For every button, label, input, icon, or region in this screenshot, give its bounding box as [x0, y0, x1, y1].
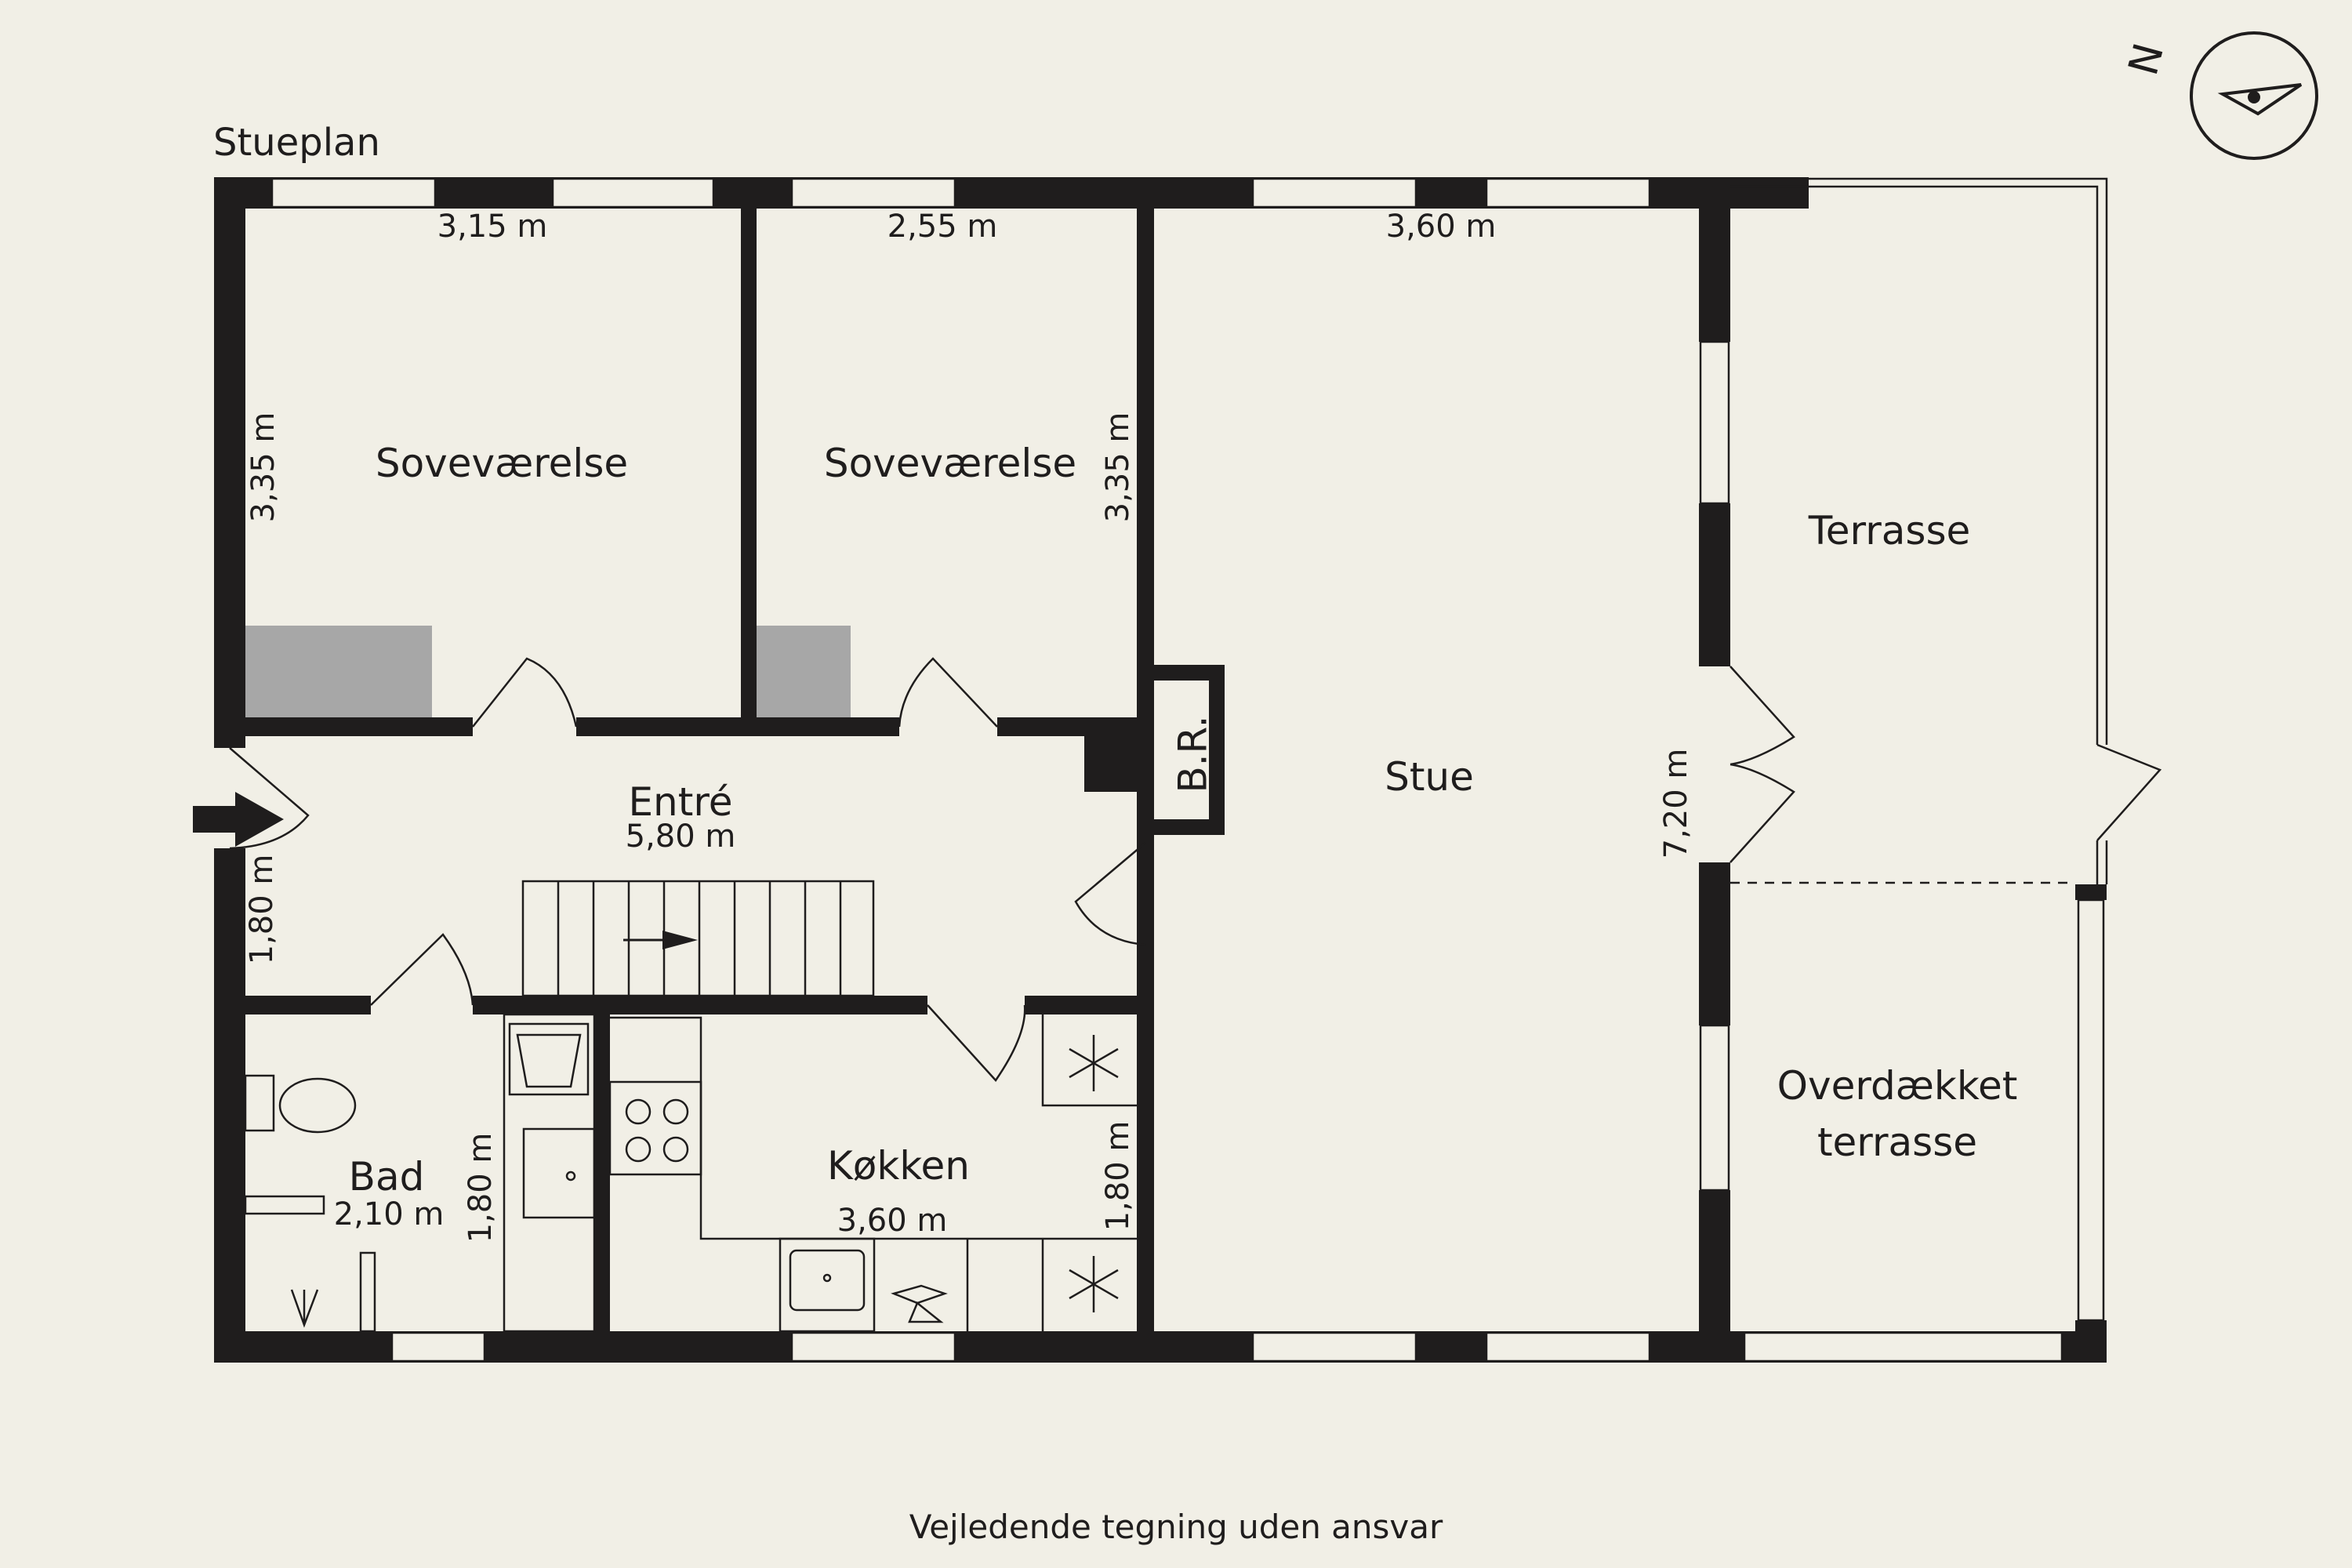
dim-entrance-length: 5,80 m — [626, 818, 736, 855]
entrance-arrow-icon — [193, 792, 284, 847]
room-label-covered-terrace-line2: terrasse — [1817, 1120, 1977, 1165]
freezer-icon — [1069, 1035, 1119, 1091]
dim-kitchen-depth: 1,80 m — [1100, 1121, 1136, 1232]
interior-walls — [214, 177, 1225, 1363]
dim-entrance-depth: 1,80 m — [244, 855, 280, 965]
doors — [229, 657, 2162, 1083]
room-label-living: Stue — [1385, 754, 1474, 800]
windows — [270, 177, 2105, 1363]
dim-living-depth: 7,20 m — [1658, 749, 1694, 859]
kitchen-fixtures — [608, 1014, 1137, 1333]
dim-bedroom1-width: 3,15 m — [437, 209, 548, 245]
bathroom-fixtures — [244, 1013, 596, 1333]
room-label-covered-terrace-line1: Overdækket — [1777, 1063, 2018, 1109]
dim-bathroom-width: 2,10 m — [334, 1196, 445, 1232]
room-label-terrace: Terrasse — [1808, 508, 1971, 554]
dim-bedroom1-depth: 3,35 m — [245, 412, 281, 523]
staircase — [521, 880, 875, 997]
freezer-icon — [1069, 1256, 1119, 1312]
room-label-entrance: Entré — [628, 779, 732, 825]
room-label-bedroom1: Soveværelse — [376, 441, 628, 486]
room-label-storage: B.R. — [1171, 715, 1216, 793]
terrace-outline — [1730, 177, 2108, 884]
room-label-kitchen: Køkken — [827, 1143, 970, 1189]
room-label-bedroom2: Soveværelse — [824, 441, 1076, 486]
dim-bathroom-depth: 1,80 m — [463, 1133, 499, 1243]
compass-icon: N — [2120, 31, 2318, 160]
wardrobes — [245, 626, 851, 717]
dim-living-width: 3,60 m — [1386, 209, 1497, 245]
dim-kitchen-width: 3,60 m — [837, 1203, 948, 1239]
room-label-bathroom: Bad — [349, 1154, 425, 1200]
plan-title: Stueplan — [213, 121, 380, 165]
compass-north-label: N — [2120, 38, 2173, 80]
dim-bedroom2-width: 2,55 m — [887, 209, 998, 245]
disclaimer-footer: Vejledende tegning uden ansvar — [909, 1508, 1443, 1546]
dim-bedroom2-depth: 3,35 m — [1100, 412, 1136, 523]
